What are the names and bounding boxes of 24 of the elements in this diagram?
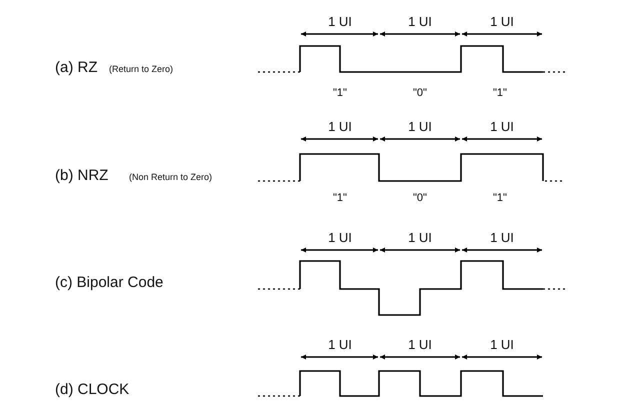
- signal-name: (d) CLOCK: [55, 382, 130, 397]
- ui-label: 1 UI: [408, 338, 432, 351]
- ui-label: 1 UI: [408, 120, 432, 133]
- ui-label: 1 UI: [328, 338, 352, 351]
- ui-label: 1 UI: [328, 231, 352, 244]
- ui-label: 1 UI: [328, 120, 352, 133]
- bit-value-label: "1": [493, 193, 507, 204]
- bit-value-label: "1": [333, 88, 347, 99]
- bit-value-label: "0": [413, 88, 427, 99]
- signal-name: (b) NRZ: [55, 168, 108, 183]
- signal-name: (a) RZ: [55, 60, 98, 75]
- ui-label: 1 UI: [408, 231, 432, 244]
- bit-value-label: "1": [493, 88, 507, 99]
- signal-name: (c) Bipolar Code: [55, 275, 164, 290]
- signal-description: (Non Return to Zero): [129, 173, 212, 182]
- ui-label: 1 UI: [490, 338, 514, 351]
- bit-value-label: "1": [333, 193, 347, 204]
- ui-label: 1 UI: [328, 15, 352, 28]
- bit-value-label: "0": [413, 193, 427, 204]
- signal-description: (Return to Zero): [109, 65, 174, 74]
- ui-label: 1 UI: [490, 15, 514, 28]
- ui-label: 1 UI: [490, 120, 514, 133]
- ui-label: 1 UI: [490, 231, 514, 244]
- ui-label: 1 UI: [408, 15, 432, 28]
